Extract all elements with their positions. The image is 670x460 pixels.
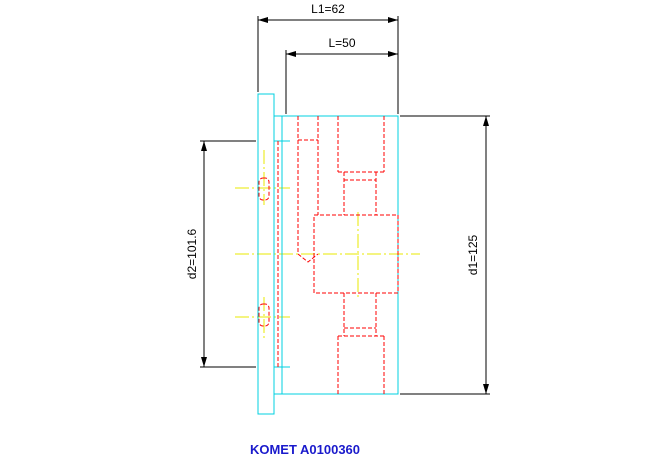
l1-arrow-left bbox=[258, 17, 268, 23]
l-arrow-right bbox=[388, 51, 398, 57]
d2-arrow-top bbox=[201, 141, 207, 151]
dimension-lines bbox=[200, 16, 490, 395]
pin-upper bbox=[258, 177, 270, 201]
l1-arrow-right bbox=[388, 17, 398, 23]
d1-arrow-top bbox=[483, 116, 489, 126]
dim-l-label: L=50 bbox=[328, 36, 355, 50]
central-bore bbox=[313, 214, 399, 294]
l-arrow-left bbox=[286, 51, 296, 57]
part-caption: KOMET A0100360 bbox=[249, 442, 361, 457]
dim-l1-label: L1=62 bbox=[311, 2, 345, 16]
pin-lower bbox=[258, 303, 270, 327]
body-outline bbox=[273, 115, 399, 395]
hidden-features bbox=[258, 116, 399, 394]
dim-d2-label: d2=101.6 bbox=[185, 228, 199, 279]
dim-d1-label: d1=125 bbox=[466, 234, 480, 275]
arrowheads bbox=[201, 17, 489, 394]
drill-point bbox=[297, 253, 319, 263]
d1-arrow-bottom bbox=[483, 384, 489, 394]
d2-arrow-bottom bbox=[201, 357, 207, 367]
